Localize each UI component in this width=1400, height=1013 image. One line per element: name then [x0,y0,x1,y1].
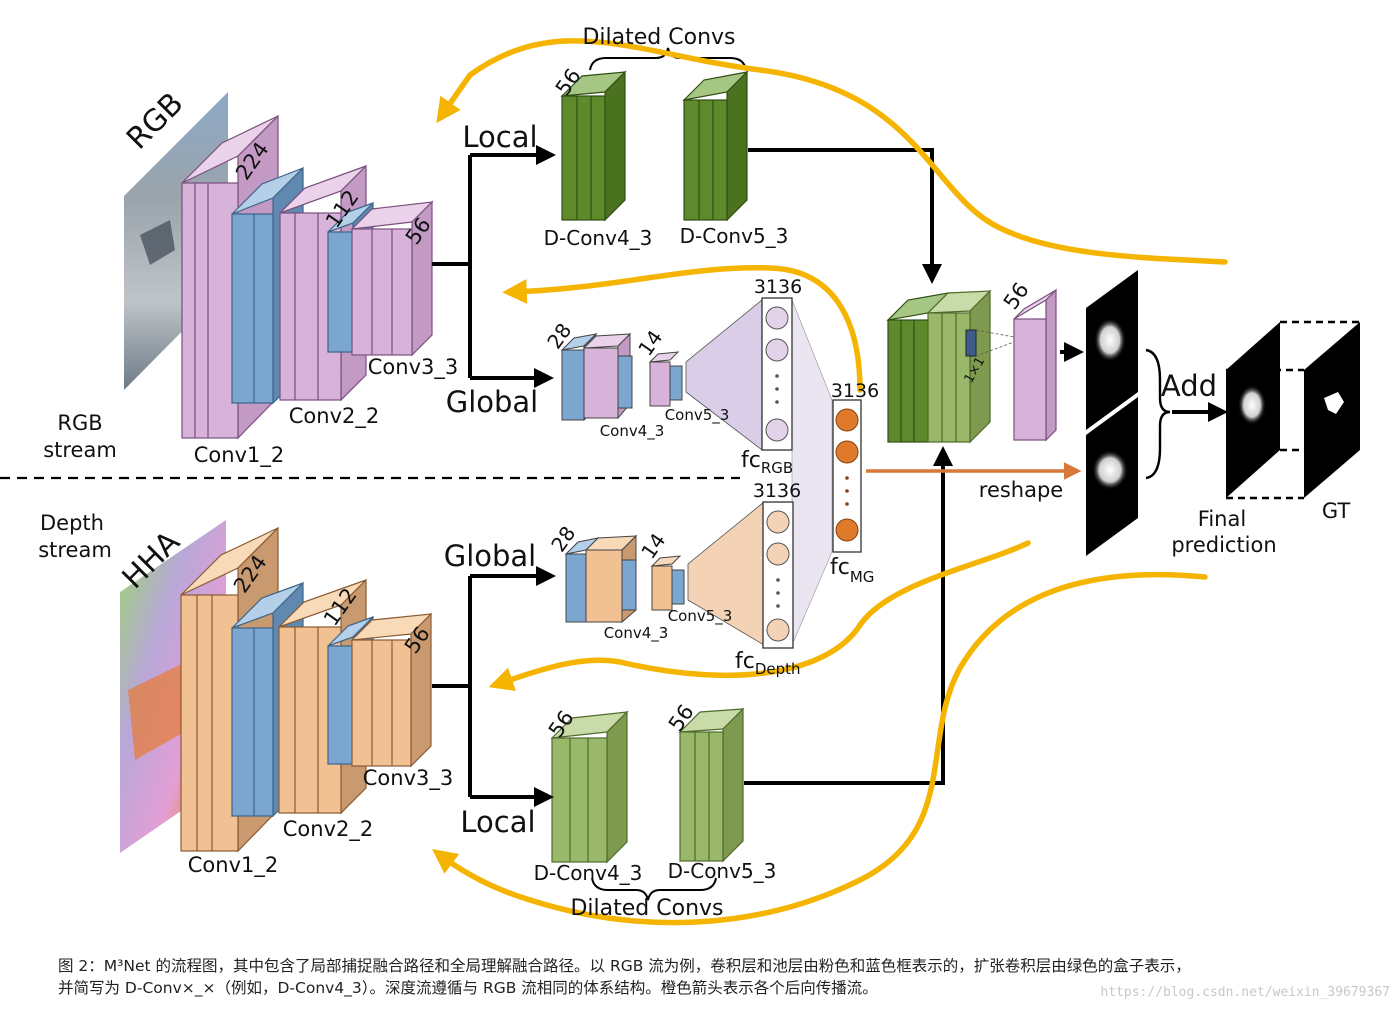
caption-line-2: 并简写为 D-Conv×_×（例如，D-Conv4_3）。深度流遵循与 RGB … [58,979,878,997]
depth-global-conv4-label: Conv4_3 [604,624,669,643]
depth-conv1-label: Conv1_2 [188,853,278,878]
depth-dilated-title: Dilated Convs [570,896,723,921]
add-brace [1145,348,1171,480]
depth-fc-label: fcDepth [735,649,801,678]
depth-conv3-label: Conv3_3 [363,766,453,791]
rgb-global-conv5-block [648,351,683,407]
rgb-fc-label: fcRGB [741,448,793,477]
add-label: Add [1161,369,1217,403]
fc-mg-sub: MG [850,568,875,586]
depth-global-conv5-block [650,555,685,611]
watermark: https://blog.csdn.net/weixin_39679367 [1100,985,1390,1000]
rgb-fc-dim: 3136 [754,276,802,298]
depth-fc-sub: Depth [755,660,801,678]
fc-depth-column [762,501,794,649]
rgb-dconv5-label: D-Conv5_3 [680,224,789,248]
depth-global-conv5-label: Conv5_3 [668,607,733,626]
rgb-local-label: Local [462,120,537,154]
rgb-stream-label-1: RGB [57,411,102,435]
depth-stream-label-2: stream [38,538,112,562]
depth-conv3-block [350,612,433,768]
depth-fc-dim: 3136 [753,480,801,502]
gt-map [1304,322,1360,498]
rgb-global-conv5-label: Conv5_3 [665,406,730,425]
rgb-fc-sub: RGB [761,459,793,477]
final-prediction-map [1226,322,1280,498]
fc-mg-label: fcMG [830,555,874,586]
reshape-label: reshape [979,478,1063,502]
final-prediction-label-1: Final [1198,507,1246,531]
fc-mg-column [832,399,862,553]
rgb-dconv4-label: D-Conv4_3 [544,226,653,250]
rgb-conv2-label: Conv2_2 [289,404,379,429]
rgb-dilated-brace [589,47,747,71]
backprop-arrows [432,38,1228,926]
fc-mg-funnel [791,299,833,646]
rgb-global-conv4-label: Conv4_3 [600,422,665,441]
depth-dconv4-label: D-Conv4_3 [534,861,643,885]
kernel-projection-lines [975,329,1015,357]
depth-stream-label-1: Depth [40,511,104,535]
fc-mg-dim: 3136 [831,380,879,402]
depth-dconv4-dim: 56 [544,706,579,742]
rgb-fc-funnel [685,299,763,451]
fused-output-block [1013,288,1057,442]
rgb-conv3-label: Conv3_3 [368,355,458,380]
flow-arrows [432,145,1228,807]
rgb-stream-label-2: stream [43,438,117,462]
gt-label: GT [1322,499,1351,523]
figure-caption: 图 2：M³Net 的流程图，其中包含了局部捕捉融合路径和全局理解融合路径。以 … [58,955,1388,999]
rgb-dconv4-block [560,70,627,222]
rgb-conv1-label: Conv1_2 [194,443,284,468]
depth-dilated-brace [591,877,717,901]
rgb-dconv5-block [682,70,749,222]
rgb-dilated-title: Dilated Convs [582,25,735,50]
rgb-global-conv4-block [560,332,633,422]
fused-dconv-light-block [926,289,992,444]
depth-dconv5-block [678,707,745,863]
prediction-maps [1086,270,1138,556]
rgb-global-label: Global [446,385,539,419]
fc-rgb-column [761,297,793,451]
depth-local-label: Local [460,805,535,839]
gt-cube-edges [1226,320,1360,500]
depth-global-conv4-block [564,534,638,624]
caption-line-1: 图 2：M³Net 的流程图，其中包含了局部捕捉融合路径和全局理解融合路径。以 … [58,957,1191,975]
depth-conv2-label: Conv2_2 [283,817,373,842]
depth-dconv4-block [550,710,629,864]
depth-dconv5-label: D-Conv5_3 [668,859,777,883]
depth-global-label: Global [444,539,537,573]
final-prediction-label-2: prediction [1171,533,1276,557]
fused-dconv-dark-block [886,292,950,443]
rgb-conv3-block [350,200,434,357]
